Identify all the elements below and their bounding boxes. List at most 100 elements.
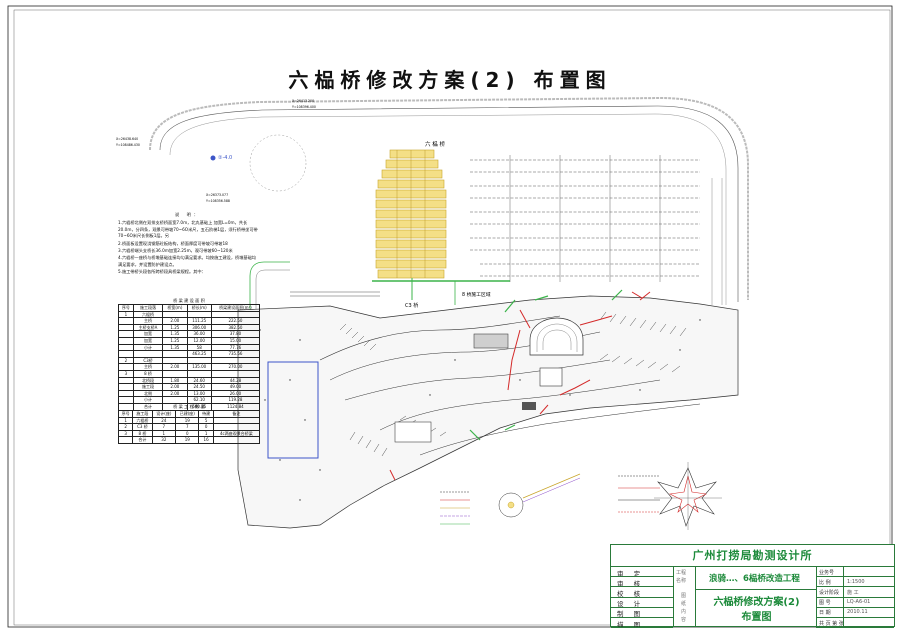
- table-cell: 19: [175, 436, 200, 444]
- table-cell: 2.00: [162, 363, 188, 371]
- table-cell: 小计: [132, 343, 164, 352]
- info-row-value: LQ-A6-01: [847, 599, 871, 606]
- info-row-label: 比 例: [819, 579, 831, 586]
- inner-border: [13, 9, 891, 626]
- pontoon-dividers: [396, 150, 426, 278]
- table-cell: 1: [151, 429, 177, 438]
- info-row-value: 2010.11: [847, 609, 868, 616]
- table-cell: 加宽: [132, 330, 164, 338]
- table-cell: 24.60: [186, 376, 212, 385]
- table-cell: [118, 383, 134, 391]
- table-cell: 主桥支桥A: [132, 323, 164, 332]
- table-cell: [212, 436, 261, 444]
- table-cell: 135.00: [186, 363, 212, 371]
- table-cell: 8 桥: [132, 369, 164, 378]
- table-header-cell: 备注: [212, 410, 261, 418]
- dashed-circle: [249, 134, 307, 192]
- table-cell: [118, 336, 134, 345]
- table-cell: 44.28: [210, 376, 261, 385]
- table-cell: 24.50: [186, 383, 212, 391]
- table-cell: 小计: [132, 396, 164, 404]
- table-cell: [162, 310, 188, 319]
- table-cell: 15.00: [210, 336, 261, 345]
- table-cell: 2: [118, 356, 134, 365]
- inner-road-curve-2: [169, 113, 727, 305]
- signoff-row-label: 制 图: [617, 610, 645, 619]
- table-cell: 加宽: [132, 336, 164, 345]
- info-row-label: 图 号: [819, 600, 831, 607]
- table-cell: [210, 356, 261, 365]
- table-cell: 36.00: [186, 330, 212, 338]
- drawing-name-2: 布置图: [741, 612, 772, 623]
- info-row-label: 设计阶段: [819, 589, 840, 596]
- site-boundary: [237, 295, 739, 529]
- table-cell: 49.00: [210, 383, 261, 391]
- coord-left: X=26438.640: [116, 137, 139, 141]
- table-cell: [212, 423, 261, 431]
- notes-heading: 说 明：: [175, 212, 201, 217]
- table-cell: 1.35: [162, 330, 188, 338]
- label-construction-area: 8 桥施工区域: [462, 293, 491, 298]
- table-cell: [162, 356, 188, 365]
- table-cell: 0: [175, 429, 200, 438]
- table-cell: [186, 356, 212, 365]
- coord-left-2: Y=108486.430: [116, 143, 140, 147]
- table-cell: 62.10: [186, 396, 212, 404]
- building-1: [473, 333, 509, 349]
- table-header-cell: 序号: [117, 410, 134, 418]
- table-cell: 119.28: [210, 396, 261, 404]
- table-cell: [118, 376, 134, 385]
- info-row-label: 共 页 第 张: [819, 620, 844, 627]
- table-cell: 12.00: [186, 336, 212, 345]
- table-cell: [118, 363, 134, 371]
- survey-points: [259, 319, 701, 501]
- coord-top-2: Y=108396.400: [292, 105, 316, 109]
- table-cell: [118, 317, 134, 325]
- table-cell: 施工段: [132, 383, 164, 391]
- table-cell: 合计: [132, 436, 153, 444]
- table-cell: 2.00: [162, 317, 188, 325]
- bridge-area-table-caption: 桥 梁 建 设 面 积: [173, 298, 205, 303]
- table-header-cell: 施工段落: [132, 304, 164, 312]
- table-cell: 77.76: [210, 343, 261, 352]
- drawing-title: 六榀桥修改方案(2) 布置图: [288, 68, 612, 92]
- jetty-spines: [509, 155, 661, 282]
- wind-rose-icon: [654, 462, 722, 530]
- table-cell: [210, 369, 261, 378]
- table-cell: 270.00: [210, 363, 261, 371]
- label-c3-bridge: C3 桥: [405, 303, 419, 309]
- table-cell: 7: [175, 423, 200, 431]
- table-cell: 306.00: [186, 323, 212, 332]
- table-cell: 3: [117, 429, 134, 438]
- table-cell: [162, 350, 188, 358]
- drawing-label: 纸: [681, 601, 687, 607]
- table-cell: 4c两座观景台桥梁: [212, 429, 261, 438]
- table-cell: 24: [151, 416, 177, 425]
- table-cell: 8 桥: [132, 429, 153, 438]
- table-cell: 1.25: [162, 336, 188, 345]
- table-cell: [118, 343, 134, 352]
- table-cell: [118, 330, 134, 338]
- company-name: 广州打捞局勘测设计所: [611, 545, 894, 567]
- table-cell: [118, 323, 134, 332]
- note-item: 1.六榀桥北侧在双排支桥桥面宽7.0m，北丸基础上 加宽L=0m，共长20.0m…: [118, 220, 258, 239]
- table-cell: 1.25: [162, 323, 188, 332]
- table-header-cell: 桥宽(m): [162, 304, 188, 312]
- table-header-row: 序号施工段设计(座)已建(座)待建备注: [117, 410, 261, 418]
- table-cell: 7: [151, 423, 177, 431]
- note-item: 4.六榀桥一座桥与桥墩基础连接均匀满足要求。均按施工建设，桥墩基础均满足要求，并…: [118, 255, 256, 267]
- drawing-label: 容: [681, 617, 687, 623]
